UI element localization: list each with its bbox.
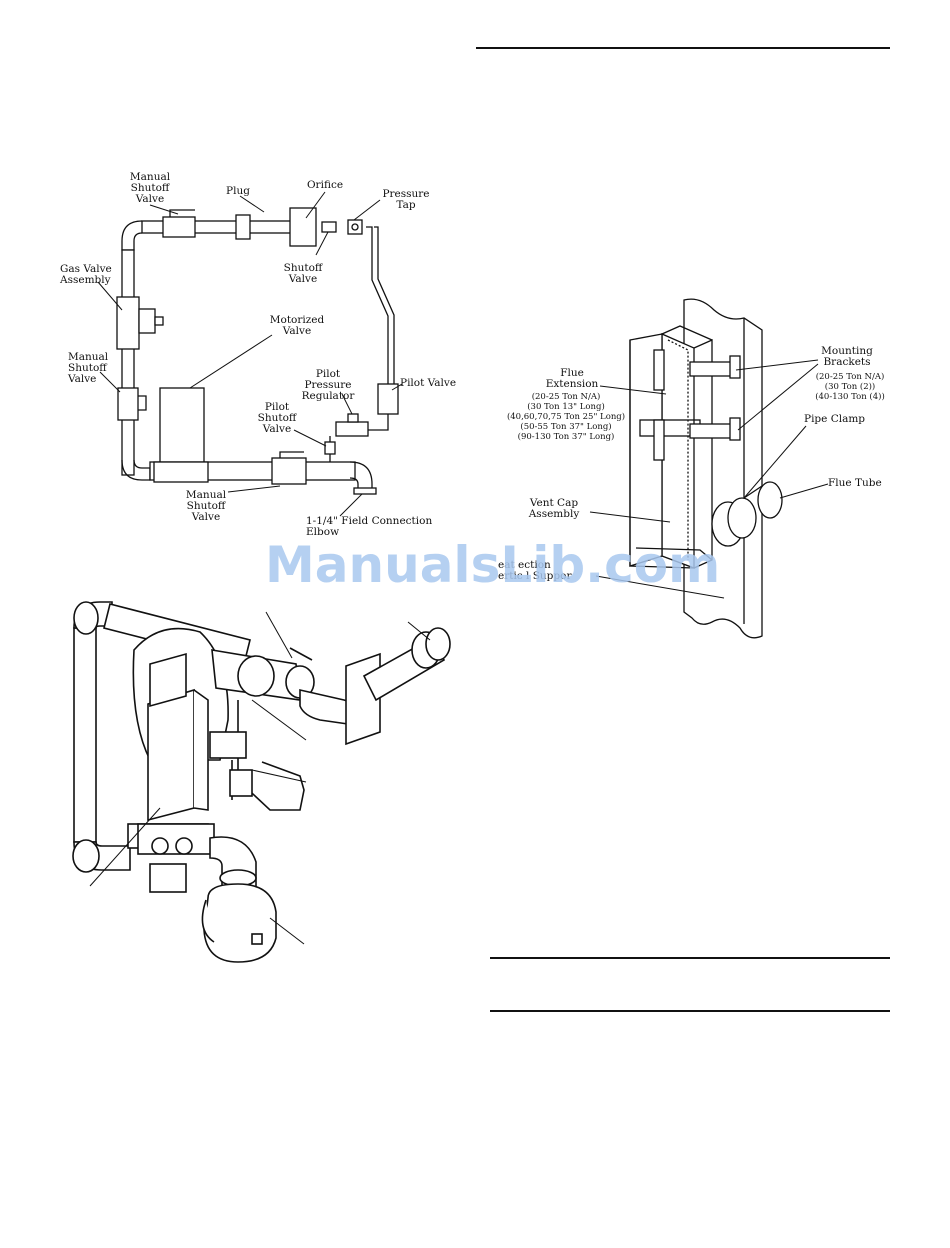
label-orifice: Orifice xyxy=(306,179,344,191)
label-gas-valve-assembly: Gas Valve Assembly xyxy=(60,263,112,286)
label-flue-tube: Flue Tube xyxy=(828,477,882,489)
manualslib-watermark: ManualsLib.com xyxy=(265,536,721,594)
label-plug: Plug xyxy=(226,185,250,197)
label-vent-cap-assembly: Vent Cap Assembly xyxy=(528,497,580,520)
label-shutoff-valve: Shutoff Valve xyxy=(283,262,323,285)
label-manual-shutoff-bottom: Manual Shutoff Valve xyxy=(185,489,227,523)
middle-rule xyxy=(490,957,890,959)
label-bracket-counts: (20-25 Ton N/A) (30 Ton (2)) (40-130 Ton… xyxy=(815,372,885,402)
bottom-rule xyxy=(490,1010,890,1012)
label-flue-lengths: (20-25 Ton N/A) (30 Ton 13" Long) (40,60… xyxy=(506,392,626,442)
top-rule xyxy=(476,47,890,49)
label-pilot-valve: Pilot Valve xyxy=(400,377,457,389)
label-heat-section-support: eat ection ertic l Suppor xyxy=(498,559,572,582)
label-field-connection-elbow: 1-1/4" Field Connection Elbow xyxy=(306,515,433,538)
label-mounting-brackets: Mounting Brackets xyxy=(821,345,873,368)
label-motorized-valve: Motorized Valve xyxy=(269,314,325,337)
label-pipe-clamp: Pipe Clamp xyxy=(804,413,866,425)
label-pilot-shutoff-valve: Pilot Shutoff Valve xyxy=(257,401,297,435)
label-flue-extension: Flue Extension xyxy=(545,367,599,390)
label-pilot-pressure-regulator: Pilot Pressure Regulator xyxy=(301,368,355,402)
label-pressure-tap: Pressure Tap xyxy=(382,188,430,211)
label-manual-shutoff-top: Manual Shutoff Valve xyxy=(129,171,171,205)
label-manual-shutoff-left: Manual Shutoff Valve xyxy=(68,351,109,385)
